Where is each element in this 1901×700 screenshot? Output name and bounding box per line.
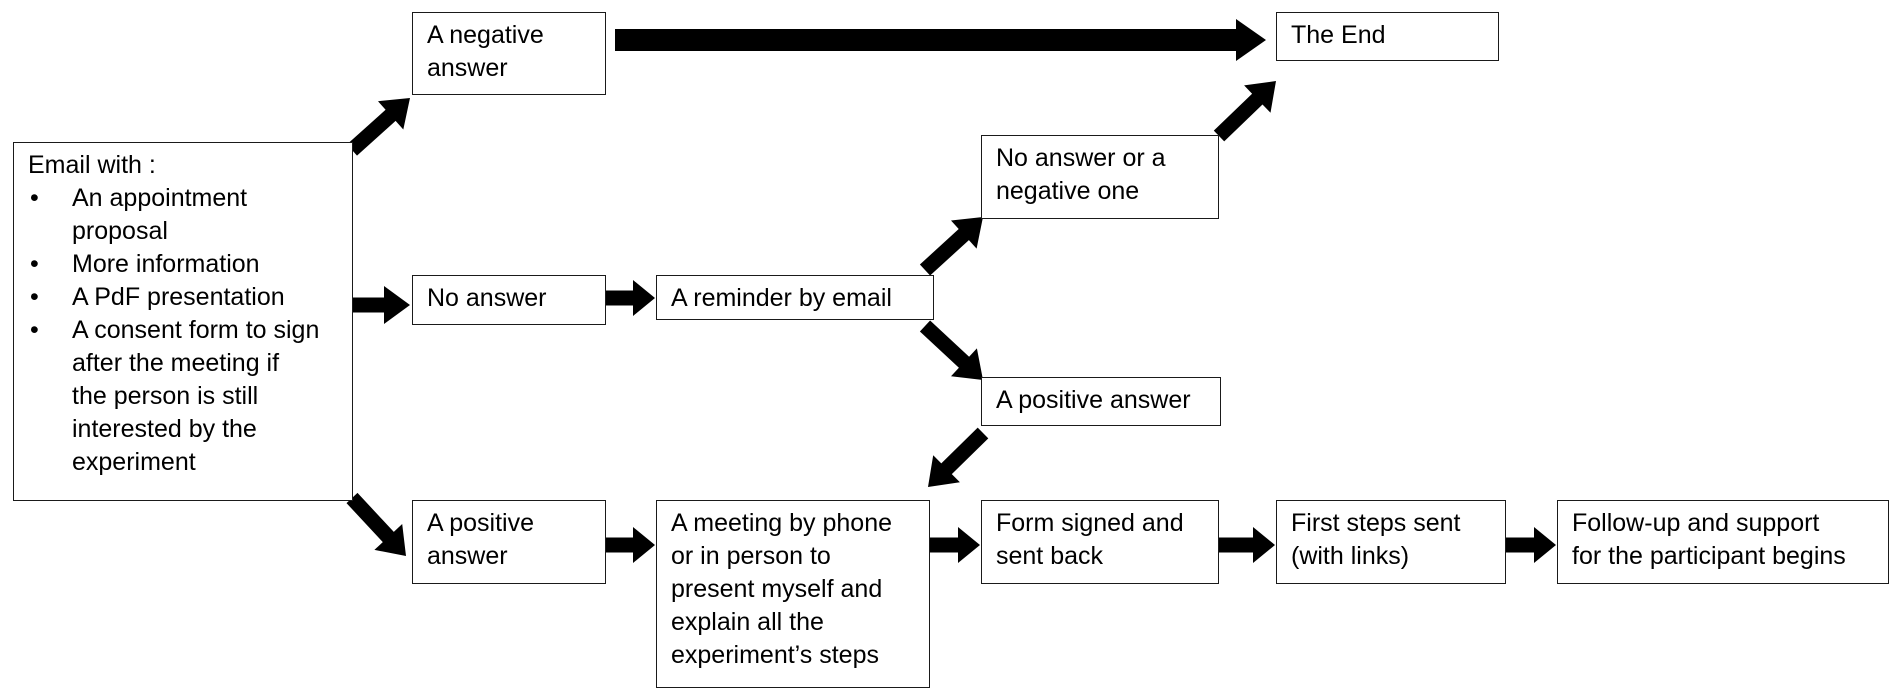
no-answer-node: No answer	[412, 275, 606, 325]
arrow-first-steps-to-follow-up	[1506, 527, 1556, 563]
positive-answer-node: A positive answer	[412, 500, 606, 584]
arrow-form-signed-to-first-steps	[1219, 527, 1275, 563]
follow-up-node: Follow-up and support for the participan…	[1557, 500, 1889, 584]
arrow-reminder-to-positive-answer	[919, 320, 983, 380]
bullet-item: A PdF presentation	[28, 281, 339, 314]
email-heading: Email with :	[28, 151, 156, 179]
arrow-email-to-positive-answer	[346, 492, 406, 556]
arrow-email-to-negative-answer	[347, 98, 410, 156]
negative-answer-node: A negative answer	[412, 12, 606, 95]
positive-answer-after-reminder-node: A positive answer	[981, 377, 1221, 426]
email-node: Email with : An appointment proposal Mor…	[13, 142, 353, 501]
first-steps-node: First steps sent (with links)	[1276, 500, 1506, 584]
arrow-reminder-to-no-answer-or-negative	[919, 217, 983, 276]
arrow-negative-answer-to-the-end	[615, 19, 1266, 61]
meeting-node: A meeting by phone or in person to prese…	[656, 500, 930, 688]
no-answer-or-negative-node: No answer or a negative one	[981, 135, 1219, 219]
arrow-positive-answer-to-meeting-main	[606, 527, 655, 563]
arrow-no-answer-to-reminder	[606, 280, 655, 316]
email-bullet-list: An appointment proposal More information…	[28, 182, 339, 479]
form-signed-node: Form signed and sent back	[981, 500, 1219, 584]
bullet-item: A consent form to sign after the meeting…	[28, 314, 339, 479]
reminder-node: A reminder by email	[656, 275, 934, 320]
bullet-item: An appointment proposal	[28, 182, 339, 248]
arrow-meeting-to-form-signed	[930, 527, 980, 563]
arrow-no-answer-or-negative-to-the-end	[1213, 81, 1276, 142]
bullet-item: More information	[28, 248, 339, 281]
arrow-positive-answer-to-meeting	[928, 427, 989, 487]
arrow-email-to-no-answer	[352, 286, 410, 324]
the-end-node: The End	[1276, 12, 1499, 61]
